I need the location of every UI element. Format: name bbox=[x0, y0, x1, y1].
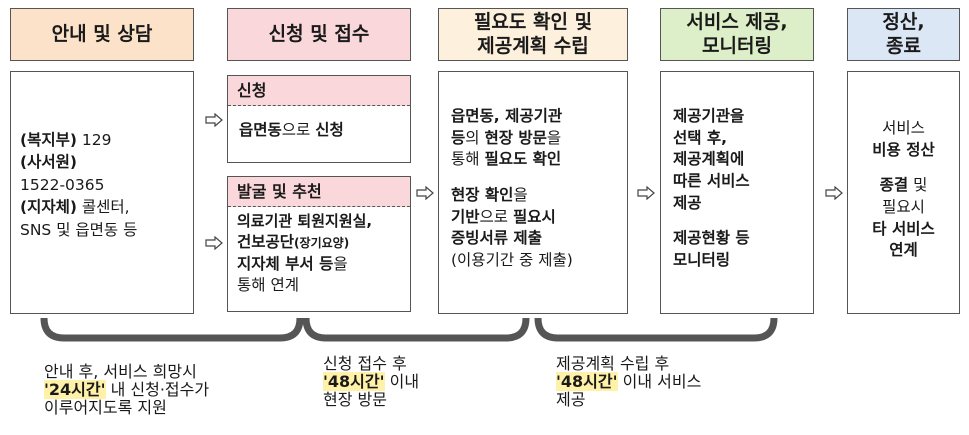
text: 비용 정산 bbox=[872, 140, 935, 159]
text: 의 bbox=[465, 128, 485, 147]
text: 을 bbox=[333, 254, 348, 273]
text: 증빙서류 제출 bbox=[451, 229, 542, 248]
highlight-badge: '48시간' bbox=[323, 371, 385, 391]
bracket-48h-service bbox=[534, 318, 778, 342]
note-line: 신청 접수 후 bbox=[323, 354, 407, 373]
application-box: 신청 읍면동으로 신청 bbox=[227, 75, 411, 163]
text: 제공현황 등 bbox=[673, 229, 750, 248]
stage-header-line: 서비스 제공, bbox=[686, 10, 788, 33]
bracket-24h bbox=[40, 318, 304, 342]
arrow-right-icon bbox=[205, 113, 223, 127]
service-box: 제공기관을 선택 후, 제공계획에 따른 서비스 제공 제공현황 등 모니터링 bbox=[660, 71, 814, 314]
text: 읍면동, 제공기관 bbox=[451, 107, 563, 125]
note-line: 제공계획 수립 후 bbox=[556, 354, 670, 373]
text: 선택 후, bbox=[673, 128, 728, 147]
arrow-right-icon bbox=[416, 186, 434, 200]
note-line: 이내 bbox=[384, 371, 420, 391]
text: 지자체 부서 등 bbox=[237, 254, 334, 273]
application-title: 신청 bbox=[228, 76, 410, 106]
referral-box: 발굴 및 추천 의료기관 퇴원지원실, 건보공단(장기요양) 지자체 부서 등을… bbox=[227, 176, 411, 312]
stage-header-assessment: 필요도 확인 및 제공계획 수립 bbox=[438, 8, 628, 61]
text: 을 bbox=[546, 128, 562, 147]
settlement-box: 서비스 비용 정산 종결 및 필요시 타 서비스 연계 bbox=[847, 71, 960, 314]
note-line: 이내 서비스 bbox=[617, 371, 702, 391]
label: (사서원) bbox=[20, 153, 77, 172]
text: 1522-0365 bbox=[20, 175, 105, 194]
text: 신청 bbox=[315, 121, 344, 139]
text: 기반 bbox=[451, 207, 480, 226]
highlight-badge: '24시간' bbox=[44, 379, 106, 399]
stage-header-line: 정산, bbox=[882, 10, 925, 33]
referral-title: 발굴 및 추천 bbox=[228, 177, 410, 207]
text: (이용기간 중 제출) bbox=[451, 251, 573, 270]
text: 현장 확인 bbox=[451, 186, 514, 205]
text: SNS 및 읍면동 등 bbox=[20, 220, 138, 239]
label: (복지부) bbox=[20, 131, 77, 149]
note-line: 이루어지도록 지원 bbox=[44, 397, 167, 417]
text: 건보공단 bbox=[237, 233, 295, 252]
text: 필요도 확인 bbox=[484, 150, 562, 169]
highlight-badge: '48시간' bbox=[556, 371, 618, 391]
text: 모니터링 bbox=[673, 251, 731, 270]
text: 필요시 bbox=[512, 207, 556, 226]
text: 의료기관 퇴원지원실, bbox=[237, 212, 373, 230]
note-48h-visit: 신청 접수 후 '48시간' 이내 현장 방문 bbox=[323, 355, 419, 409]
bracket-48h-visit bbox=[302, 318, 530, 342]
text: 따른 서비스 bbox=[673, 172, 750, 191]
text: 콜센터, bbox=[76, 198, 130, 217]
note-24h: 안내 후, 서비스 희망시 '24시간' 내 신청·접수가 이루어지도록 지원 bbox=[44, 363, 209, 417]
note-line: 내 신청·접수가 bbox=[105, 379, 210, 399]
assessment-box: 읍면동, 제공기관 등의 현장 방문을 통해 필요도 확인 현장 확인을 기반으… bbox=[438, 71, 628, 314]
text: 통해 bbox=[451, 150, 485, 169]
text: 등 bbox=[451, 128, 466, 147]
guidance-box: (복지부) 129 (사서원) 1522-0365 (지자체) 콜센터, SNS… bbox=[10, 71, 194, 314]
arrow-right-icon bbox=[205, 236, 223, 250]
stage-header-line: 제공계획 수립 bbox=[477, 34, 589, 57]
text: 필요시 bbox=[882, 198, 925, 217]
text: 제공계획에 bbox=[673, 150, 745, 169]
stage-header-text: 신청 및 접수 bbox=[268, 22, 370, 45]
stage-header-line: 필요도 확인 및 bbox=[473, 10, 593, 33]
timeline-brackets bbox=[40, 318, 778, 342]
stage-header-text: 안내 및 상담 bbox=[51, 22, 153, 45]
stage-header-guidance: 안내 및 상담 bbox=[10, 8, 194, 61]
note-line: 제공 bbox=[556, 389, 586, 409]
stage-header-service: 서비스 제공, 모니터링 bbox=[660, 8, 814, 61]
text: 제공기관을 bbox=[673, 107, 745, 125]
arrow-right-icon bbox=[825, 186, 843, 200]
text: 현장 방문 bbox=[484, 128, 547, 147]
text: 으로 bbox=[281, 121, 316, 139]
text: 129 bbox=[76, 131, 112, 149]
text: 및 bbox=[908, 176, 928, 195]
text: 연계 bbox=[889, 241, 918, 260]
text: 으로 bbox=[479, 207, 513, 226]
text: 읍면동 bbox=[239, 121, 282, 139]
stage-header-line: 종료 bbox=[886, 34, 921, 57]
text: 통해 연계 bbox=[237, 276, 299, 295]
text: 제공 bbox=[673, 193, 702, 212]
text: 을 bbox=[513, 186, 528, 205]
stage-header-application: 신청 및 접수 bbox=[227, 8, 411, 61]
text: 타 서비스 bbox=[872, 219, 935, 238]
arrow-right-icon bbox=[637, 186, 655, 200]
note-48h-service: 제공계획 수립 후 '48시간' 이내 서비스 제공 bbox=[556, 355, 701, 409]
text: 서비스 bbox=[882, 119, 925, 137]
stage-header-line: 모니터링 bbox=[702, 34, 772, 57]
note-line: 안내 후, 서비스 희망시 bbox=[44, 362, 197, 381]
label: (지자체) bbox=[20, 198, 77, 217]
note-line: 현장 방문 bbox=[323, 389, 387, 409]
text: (장기요양) bbox=[294, 236, 350, 251]
text: 종결 bbox=[879, 176, 909, 195]
stage-header-settlement: 정산, 종료 bbox=[847, 8, 960, 61]
